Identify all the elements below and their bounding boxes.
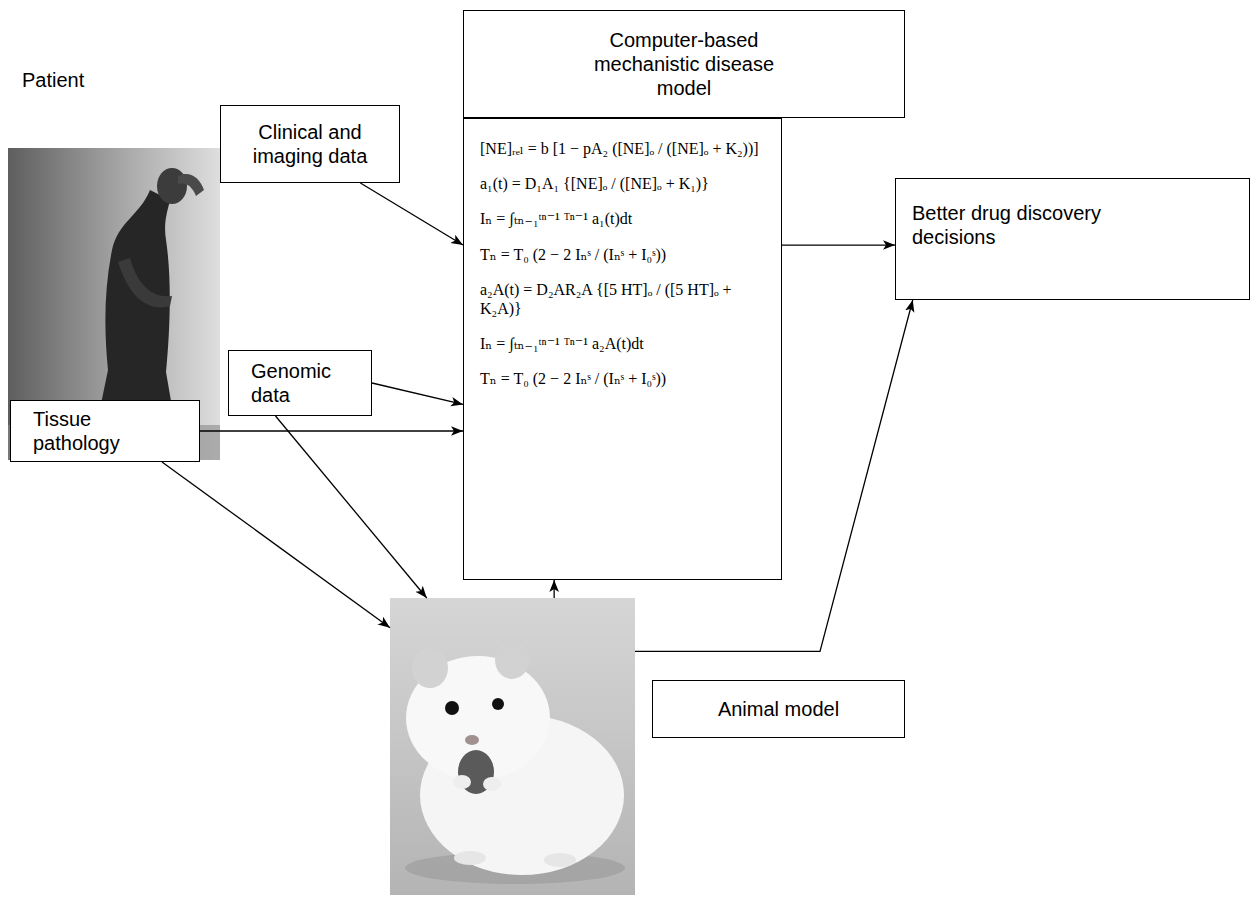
arrow-connector [200,430,463,431]
box-text: Tissue pathology [33,407,153,455]
hamster-paw [483,777,501,791]
equation-text: a₁(t) = D₁A₁ {[NE]ₒ / ([NE]ₒ + K₁)} [480,174,709,193]
hamster-foot [544,853,576,867]
equation-text: Tₙ = T₀ (2 − 2 Iₙˢ / (Iₙˢ + I₀ˢ)) [480,245,666,264]
hamster-photo [390,598,635,895]
hamster-eye [445,701,459,715]
data-source-box: Genomic data [228,350,372,416]
hamster-eye [492,698,504,710]
arrow-connector [554,580,555,598]
patient-label: Patient [22,68,84,92]
equation-text: Iₙ = ∫ₜₙ₋₁ᵗⁿ⁻¹ ᵀⁿ⁻¹ a₂A(t)dt [480,334,644,353]
hamster-ear [412,648,448,688]
animal-model-label-box: Animal model [652,680,905,738]
data-source-box: Clinical and imaging data [220,105,400,183]
data-source-box: Tissue pathology [10,400,200,462]
arrow-connector [782,244,895,245]
arrow-connector [360,183,463,245]
box-text: Animal model [718,697,839,721]
hamster-ear [495,641,529,679]
box-text: Clinical and imaging data [229,120,391,168]
arrow-connector [276,416,427,598]
photo-background [390,598,635,895]
patient-dress [96,190,176,430]
box-text: Genomic data [251,359,351,407]
hamster-nose [465,735,479,745]
box-text: Better drug discovery decisions [912,201,1152,249]
hamster-foot [454,851,486,865]
patient-arm-on-wall [178,174,204,196]
arrow-connector [162,462,390,628]
equation-box: [NE]ᵣₑₗ = b [1 − pA₂ ([NE]ₒ / ([NE]ₒ + K… [463,118,782,580]
equation-text: a₂A(t) = D₂AR₂A {[5 HT]ₒ / ([5 HT]ₒ + K₂… [480,280,767,318]
arrow-connector [372,383,463,404]
patient-head [157,168,187,204]
patient-arm [118,258,172,307]
equation-text: [NE]ᵣₑₗ = b [1 − pA₂ ([NE]ₒ / ([NE]ₒ + K… [480,139,759,158]
outcome-box: Better drug discovery decisions [895,178,1250,300]
model-title-box: Computer-based mechanistic disease model [463,10,905,118]
box-text: Computer-based mechanistic disease model [577,28,792,100]
hamster-paw [453,775,471,789]
equation-text: Tₙ = T₀ (2 − 2 Iₙˢ / (Iₙˢ + I₀ˢ)) [480,369,666,388]
animal-model-frame: Animal model [390,598,635,895]
equation-text: Iₙ = ∫ₜₙ₋₁ᵗⁿ⁻¹ ᵀⁿ⁻¹ a₁(t)dt [480,209,632,228]
